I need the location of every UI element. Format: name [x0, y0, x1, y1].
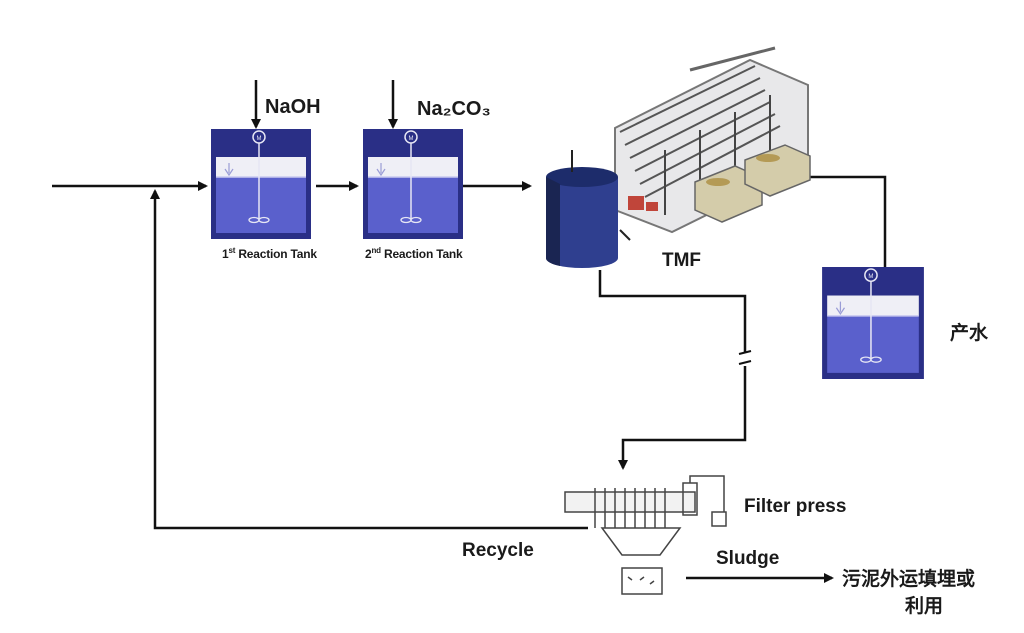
- second-reaction-tank: [363, 129, 463, 239]
- product-water-tank: [822, 267, 924, 379]
- first-tank-ordinal-suffix: st: [228, 246, 236, 255]
- recycle-label: Recycle: [462, 540, 534, 561]
- second-tank-ordinal-suffix: nd: [371, 246, 381, 255]
- tmf-label: TMF: [662, 250, 702, 271]
- tmf-concentrate-line-lower: [618, 366, 747, 470]
- first-tank-text: Reaction Tank: [235, 247, 317, 261]
- tmf-concentrate-line-upper: [598, 270, 747, 352]
- second-reaction-tank-label: 2nd Reaction Tank: [365, 246, 463, 261]
- line-break-mark: [738, 350, 752, 365]
- tmf-unit: [545, 46, 811, 268]
- sludge-label: Sludge: [716, 548, 780, 569]
- na2co3-label: Na₂CO₃: [417, 98, 491, 120]
- tmf-concentration-tank: [545, 150, 631, 268]
- recycle-line: [150, 189, 588, 530]
- filter-press-label: Filter press: [744, 496, 847, 517]
- first-reaction-tank: [211, 129, 311, 239]
- tmf-platforms: [694, 144, 811, 223]
- second-tank-text: Reaction Tank: [380, 247, 463, 261]
- sludge-disposal-label-line1: 污泥外运填埋或: [842, 568, 976, 590]
- tmf-pump: [628, 196, 658, 211]
- product-water-label: 产水: [950, 322, 989, 344]
- naoh-label: NaOH: [265, 96, 321, 118]
- second-tank-ordinal: 2: [365, 247, 372, 261]
- first-tank-ordinal: 1: [222, 247, 229, 261]
- sludge-disposal-label-line2: 利用: [905, 595, 944, 617]
- filter-press: [564, 475, 727, 595]
- first-reaction-tank-label: 1st Reaction Tank: [222, 246, 317, 261]
